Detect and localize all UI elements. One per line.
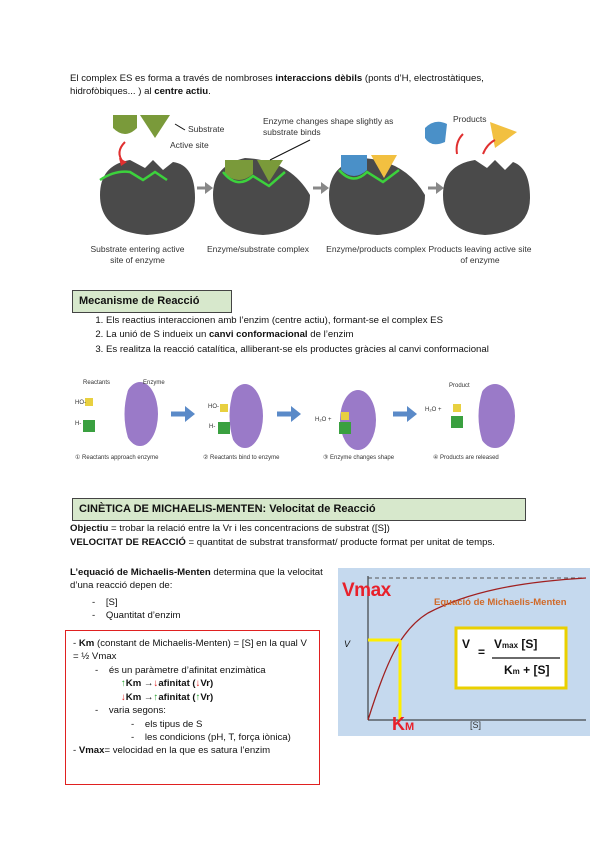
km-item-2: - varia segons: bbox=[95, 705, 166, 717]
km-down-affinity: ↓Km →↑afinitat (↑Vr) bbox=[73, 691, 312, 704]
km-sub-item-2: - les condicions (pH, T, força iònica) bbox=[131, 731, 291, 743]
caption-enzyme-substrate-complex: Enzyme/substrate complex bbox=[206, 244, 310, 254]
intro-bold-weak-interactions: interaccions dèbils bbox=[275, 73, 363, 84]
step-2-bold: canvi conformacional bbox=[208, 329, 308, 341]
dependency-item-1: - [S] bbox=[92, 597, 118, 608]
label-enzyme: Enzyme bbox=[143, 380, 165, 386]
formula-den-rest: + [S] bbox=[523, 663, 550, 677]
mechanism-steps-list: Els reactius interaccionen amb l’enzim (… bbox=[88, 314, 528, 357]
reaction-mechanism-illustration bbox=[83, 382, 515, 450]
caption-enzyme-products-complex: Enzyme/products complex bbox=[326, 244, 426, 254]
formula-num-v: V bbox=[494, 637, 503, 651]
equation-label: L’equació de Michaelis-Menten bbox=[70, 567, 211, 578]
mechanism-step-2: La unió de S indueix un canvi conformaci… bbox=[106, 328, 528, 341]
kinetics-velocity-definition: VELOCITAT DE REACCIÓ = quantitat de subs… bbox=[70, 536, 530, 549]
formula-num-sub: max bbox=[502, 641, 519, 650]
graph-km-subscript: M bbox=[405, 721, 415, 733]
dependency-2-text: Quantitat d’enzim bbox=[105, 610, 181, 622]
step-2-text-end: de l’enzim bbox=[307, 329, 354, 341]
objective-text: = trobar la relació entre la Vr i les co… bbox=[108, 523, 390, 534]
label-h: H- bbox=[75, 421, 82, 427]
label-ho: HO- bbox=[75, 400, 86, 406]
step-3-text: Es realitza la reacció catalítica, allib… bbox=[106, 343, 489, 355]
dependency-list: - [S] - Quantitat d’enzim bbox=[92, 596, 181, 623]
formula-den-k: K bbox=[504, 663, 513, 677]
graph-curve-title: Equació de Michaelis-Menten bbox=[434, 597, 567, 608]
michaelis-menten-curve bbox=[367, 576, 587, 721]
km-sub-2-text: les condicions (pH, T, força iònica) bbox=[144, 731, 291, 743]
formula-denominator: Km + [S] bbox=[504, 662, 549, 679]
mechanism-step-1: Els reactius interaccionen amb l’enzim (… bbox=[106, 314, 528, 327]
step-1-text: Els reactius interaccionen amb l’enzim (… bbox=[106, 315, 443, 326]
caption-released: ④ Products are released bbox=[433, 455, 499, 461]
graph-km-label: KM bbox=[392, 712, 414, 737]
label-water-2: H₂O + bbox=[425, 407, 442, 413]
caption-change-shape: ③ Enzyme changes shape bbox=[323, 455, 395, 461]
velocity-label: VELOCITAT DE REACCIÓ bbox=[70, 537, 186, 548]
graph-v-axis-label: V bbox=[344, 639, 351, 649]
reaction-mechanism-figure: Reactants Enzyme HO- H- HO- H- H₂O + H₂O… bbox=[75, 376, 535, 468]
dependency-item-2: - Quantitat d’enzim bbox=[92, 610, 181, 622]
equation-text: determina que la velocitat d’una reacció… bbox=[70, 567, 323, 592]
label-products: Products bbox=[453, 114, 487, 124]
km-label: Km bbox=[78, 638, 95, 649]
km-definition: - Km (constant de Michaelis-Menten) = [S… bbox=[73, 638, 307, 663]
kinetics-heading: CINÈTICA DE MICHAELIS-MENTEN: Velocitat … bbox=[72, 498, 526, 522]
enzyme-substrate-illustration bbox=[99, 115, 530, 235]
km-item-1-text: és un paràmetre d’afinitat enzimàtica bbox=[108, 664, 266, 676]
graph-vmax-label: Vmax bbox=[342, 580, 391, 601]
formula-v: V bbox=[462, 637, 471, 651]
objective-label: Objectiu bbox=[70, 523, 109, 534]
mechanism-heading: Mecanisme de Reacció bbox=[72, 290, 232, 314]
vmax-definition-text: = velocidad en la que es satura l’enzim bbox=[104, 745, 271, 757]
label-ho-2: HO- bbox=[208, 404, 219, 410]
mechanism-step-3: Es realitza la reacció catalítica, allib… bbox=[106, 343, 528, 356]
velocity-text: = quantitat de substrat transformat/ pro… bbox=[185, 537, 495, 548]
vmax-definition: - Vmax= velocidad en la que es satura l’… bbox=[73, 745, 271, 757]
label-h-2: H- bbox=[209, 424, 216, 430]
label-active-site: Active site bbox=[170, 140, 209, 150]
formula-num-s: [S] bbox=[521, 637, 538, 651]
km-item-1: - és un paràmetre d’afinitat enzimàtica bbox=[95, 664, 266, 676]
intro-bold-active-site: centre actiu bbox=[154, 86, 209, 98]
label-water: H₂O + bbox=[315, 417, 332, 423]
label-enzyme-changes-shape: Enzyme changes shape slightly as substra… bbox=[263, 116, 394, 137]
caption-bind: ② Reactants bind to enzyme bbox=[203, 455, 280, 461]
km-up-text: ↑Km →↓afinitat (↓Vr) bbox=[121, 678, 214, 690]
michaelis-menten-graph: Vmax Equació de Michaelis-Menten V KM [S… bbox=[338, 568, 590, 736]
km-sub-1-text: els tipus de S bbox=[144, 718, 203, 730]
intro-text-end: . bbox=[208, 86, 211, 98]
caption-approach: ① Reactants approach enzyme bbox=[75, 455, 159, 461]
graph-km-letter: K bbox=[392, 714, 405, 734]
graph-s-axis-label: [S] bbox=[470, 720, 482, 730]
formula-den-sub: m bbox=[512, 667, 520, 676]
label-product: Product bbox=[449, 383, 470, 389]
step-2-text: La unió de S indueix un bbox=[106, 329, 209, 341]
dependency-1-text: [S] bbox=[105, 597, 118, 608]
enzyme-substrate-figure: Substrate Active site Enzyme changes sha… bbox=[85, 110, 531, 275]
km-sub-item-1: - els tipus de S bbox=[131, 718, 203, 730]
intro-paragraph: El complex ES es forma a través de nombr… bbox=[70, 72, 540, 99]
km-down-text: ↓Km →↑afinitat (↑Vr) bbox=[121, 691, 214, 703]
kinetics-equation-intro: L’equació de Michaelis-Menten determina … bbox=[70, 566, 328, 593]
km-item-2-text: varia segons: bbox=[108, 705, 166, 717]
formula-numerator: Vmax [S] bbox=[494, 636, 537, 653]
label-reactants: Reactants bbox=[83, 380, 111, 386]
caption-substrate-entering: Substrate entering active site of enzyme bbox=[90, 244, 185, 265]
km-definition-text: (constant de Michaelis-Menten) = [S] en … bbox=[73, 638, 307, 663]
vmax-label: Vmax bbox=[78, 745, 105, 757]
label-substrate: Substrate bbox=[188, 124, 225, 134]
km-up-affinity: ↑Km →↓afinitat (↓Vr) bbox=[73, 677, 312, 690]
intro-text-mid: (ponts d’H, electrostàtiques, hidrofòbiq… bbox=[70, 73, 484, 98]
formula-equals: = bbox=[478, 645, 486, 659]
caption-products-leaving: Products leaving active site of enzyme bbox=[428, 244, 532, 265]
intro-text: El complex ES es forma a través de nombr… bbox=[70, 73, 276, 84]
kinetics-objective: Objectiu = trobar la relació entre la Vr… bbox=[70, 522, 530, 535]
km-definition-box: - Km (constant de Michaelis-Menten) = [S… bbox=[65, 630, 320, 785]
